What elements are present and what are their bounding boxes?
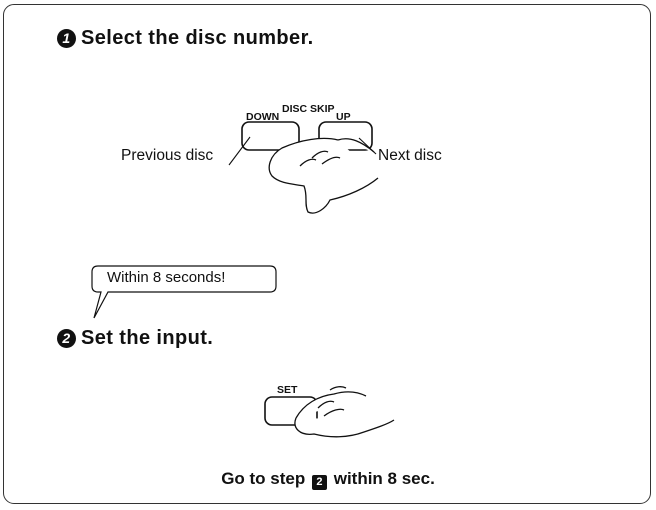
step-2-heading: 2 Set the input. bbox=[57, 327, 213, 350]
down-button-label: DOWN bbox=[246, 111, 280, 123]
set-button-label: SET bbox=[277, 384, 298, 396]
down-button-shape bbox=[241, 121, 300, 151]
step-2-title: Set the input. bbox=[81, 327, 214, 349]
step-2-number: 2 bbox=[57, 329, 76, 348]
step-2-ref-icon: 2 bbox=[311, 475, 327, 490]
goto-suffix: within 8 sec. bbox=[333, 469, 435, 488]
disc-skip-label: DISC SKIP bbox=[282, 103, 335, 115]
step-1-number: 1 bbox=[57, 29, 76, 48]
speech-bubble bbox=[91, 265, 277, 319]
previous-disc-label: Previous disc bbox=[121, 147, 214, 164]
previous-leader-line bbox=[228, 136, 251, 166]
goto-prefix: Go to step bbox=[221, 469, 306, 488]
step-1-title: Select the disc number. bbox=[81, 27, 314, 49]
hand-icon bbox=[268, 137, 379, 214]
bubble-text: Within 8 seconds! bbox=[107, 269, 226, 286]
instruction-panel bbox=[3, 4, 651, 504]
goto-instruction: Go to step 2 within 8 sec. bbox=[0, 469, 656, 490]
next-disc-label: Next disc bbox=[378, 147, 442, 164]
hand-icon bbox=[294, 386, 395, 438]
up-button-label: UP bbox=[336, 111, 351, 123]
step-1-heading: 1 Select the disc number. bbox=[57, 27, 314, 50]
